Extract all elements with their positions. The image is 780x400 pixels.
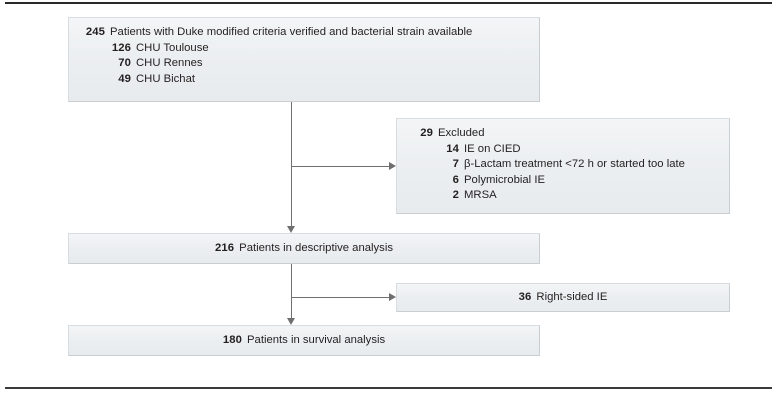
excluded-total-label: Excluded xyxy=(438,127,485,139)
connector-branch-to-excluded xyxy=(291,166,389,167)
bottom-rule xyxy=(5,387,772,389)
enrollment-box: 245 Patients with Duke modified criteria… xyxy=(68,17,540,102)
enrollment-site-row: 49 CHU Bichat xyxy=(69,72,539,88)
survival-row: 180 Patients in survival analysis xyxy=(69,326,539,355)
enrollment-site-row: 70 CHU Rennes xyxy=(69,56,539,72)
site-label: CHU Bichat xyxy=(136,72,196,85)
enrollment-total-label: Patients with Duke modified criteria ver… xyxy=(110,26,473,38)
survival-label: Patients in survival analysis xyxy=(247,333,386,346)
excluded-box: 29 Excluded 14 IE on CIED 7 β-Lactam tre… xyxy=(396,118,730,214)
site-label: CHU Rennes xyxy=(136,57,203,70)
descriptive-label: Patients in descriptive analysis xyxy=(239,241,393,254)
site-label: CHU Toulouse xyxy=(136,41,209,54)
reason-label: Polymicrobial IE xyxy=(464,173,545,186)
reason-label: β-Lactam treatment <72 h or started too … xyxy=(464,158,685,171)
excluded-total-count: 29 xyxy=(420,127,433,139)
right-sided-count: 36 xyxy=(518,290,532,303)
right-sided-label: Right-sided IE xyxy=(536,290,608,303)
arrowhead-survival xyxy=(286,318,295,325)
reason-count: 14 xyxy=(446,142,459,155)
arrowhead-right-sided xyxy=(389,292,396,301)
connector-branch-to-right-sided xyxy=(291,297,389,298)
descriptive-row: 216 Patients in descriptive analysis xyxy=(69,234,539,263)
site-count: 70 xyxy=(118,57,131,70)
reason-label: MRSA xyxy=(464,189,497,202)
enrollment-site-row: 126 CHU Toulouse xyxy=(69,41,539,57)
enrollment-header-row: 245 Patients with Duke modified criteria… xyxy=(69,25,539,41)
excluded-reason-row: 14 IE on CIED xyxy=(397,142,729,158)
excluded-reason-row: 6 Polymicrobial IE xyxy=(397,173,729,189)
excluded-reason-row: 7 β-Lactam treatment <72 h or started to… xyxy=(397,157,729,173)
reason-count: 2 xyxy=(452,189,459,202)
enrollment-total-count: 245 xyxy=(85,26,105,38)
site-count: 126 xyxy=(111,41,131,54)
connector-descriptive-to-survival xyxy=(291,264,292,318)
reason-count: 7 xyxy=(452,158,459,171)
descriptive-count: 216 xyxy=(215,241,235,254)
connector-enrollment-to-descriptive xyxy=(291,102,292,226)
survival-analysis-box: 180 Patients in survival analysis xyxy=(68,325,540,356)
descriptive-analysis-box: 216 Patients in descriptive analysis xyxy=(68,233,540,264)
right-sided-row: 36 Right-sided IE xyxy=(397,284,729,311)
reason-label: IE on CIED xyxy=(464,142,521,155)
reason-count: 6 xyxy=(452,173,459,186)
survival-count: 180 xyxy=(222,333,242,346)
arrowhead-descriptive xyxy=(286,226,295,233)
excluded-header-row: 29 Excluded xyxy=(397,126,729,142)
arrowhead-excluded xyxy=(389,161,396,170)
top-rule xyxy=(5,2,772,4)
site-count: 49 xyxy=(118,72,131,85)
excluded-reason-row: 2 MRSA xyxy=(397,188,729,204)
right-sided-ie-box: 36 Right-sided IE xyxy=(396,283,730,312)
